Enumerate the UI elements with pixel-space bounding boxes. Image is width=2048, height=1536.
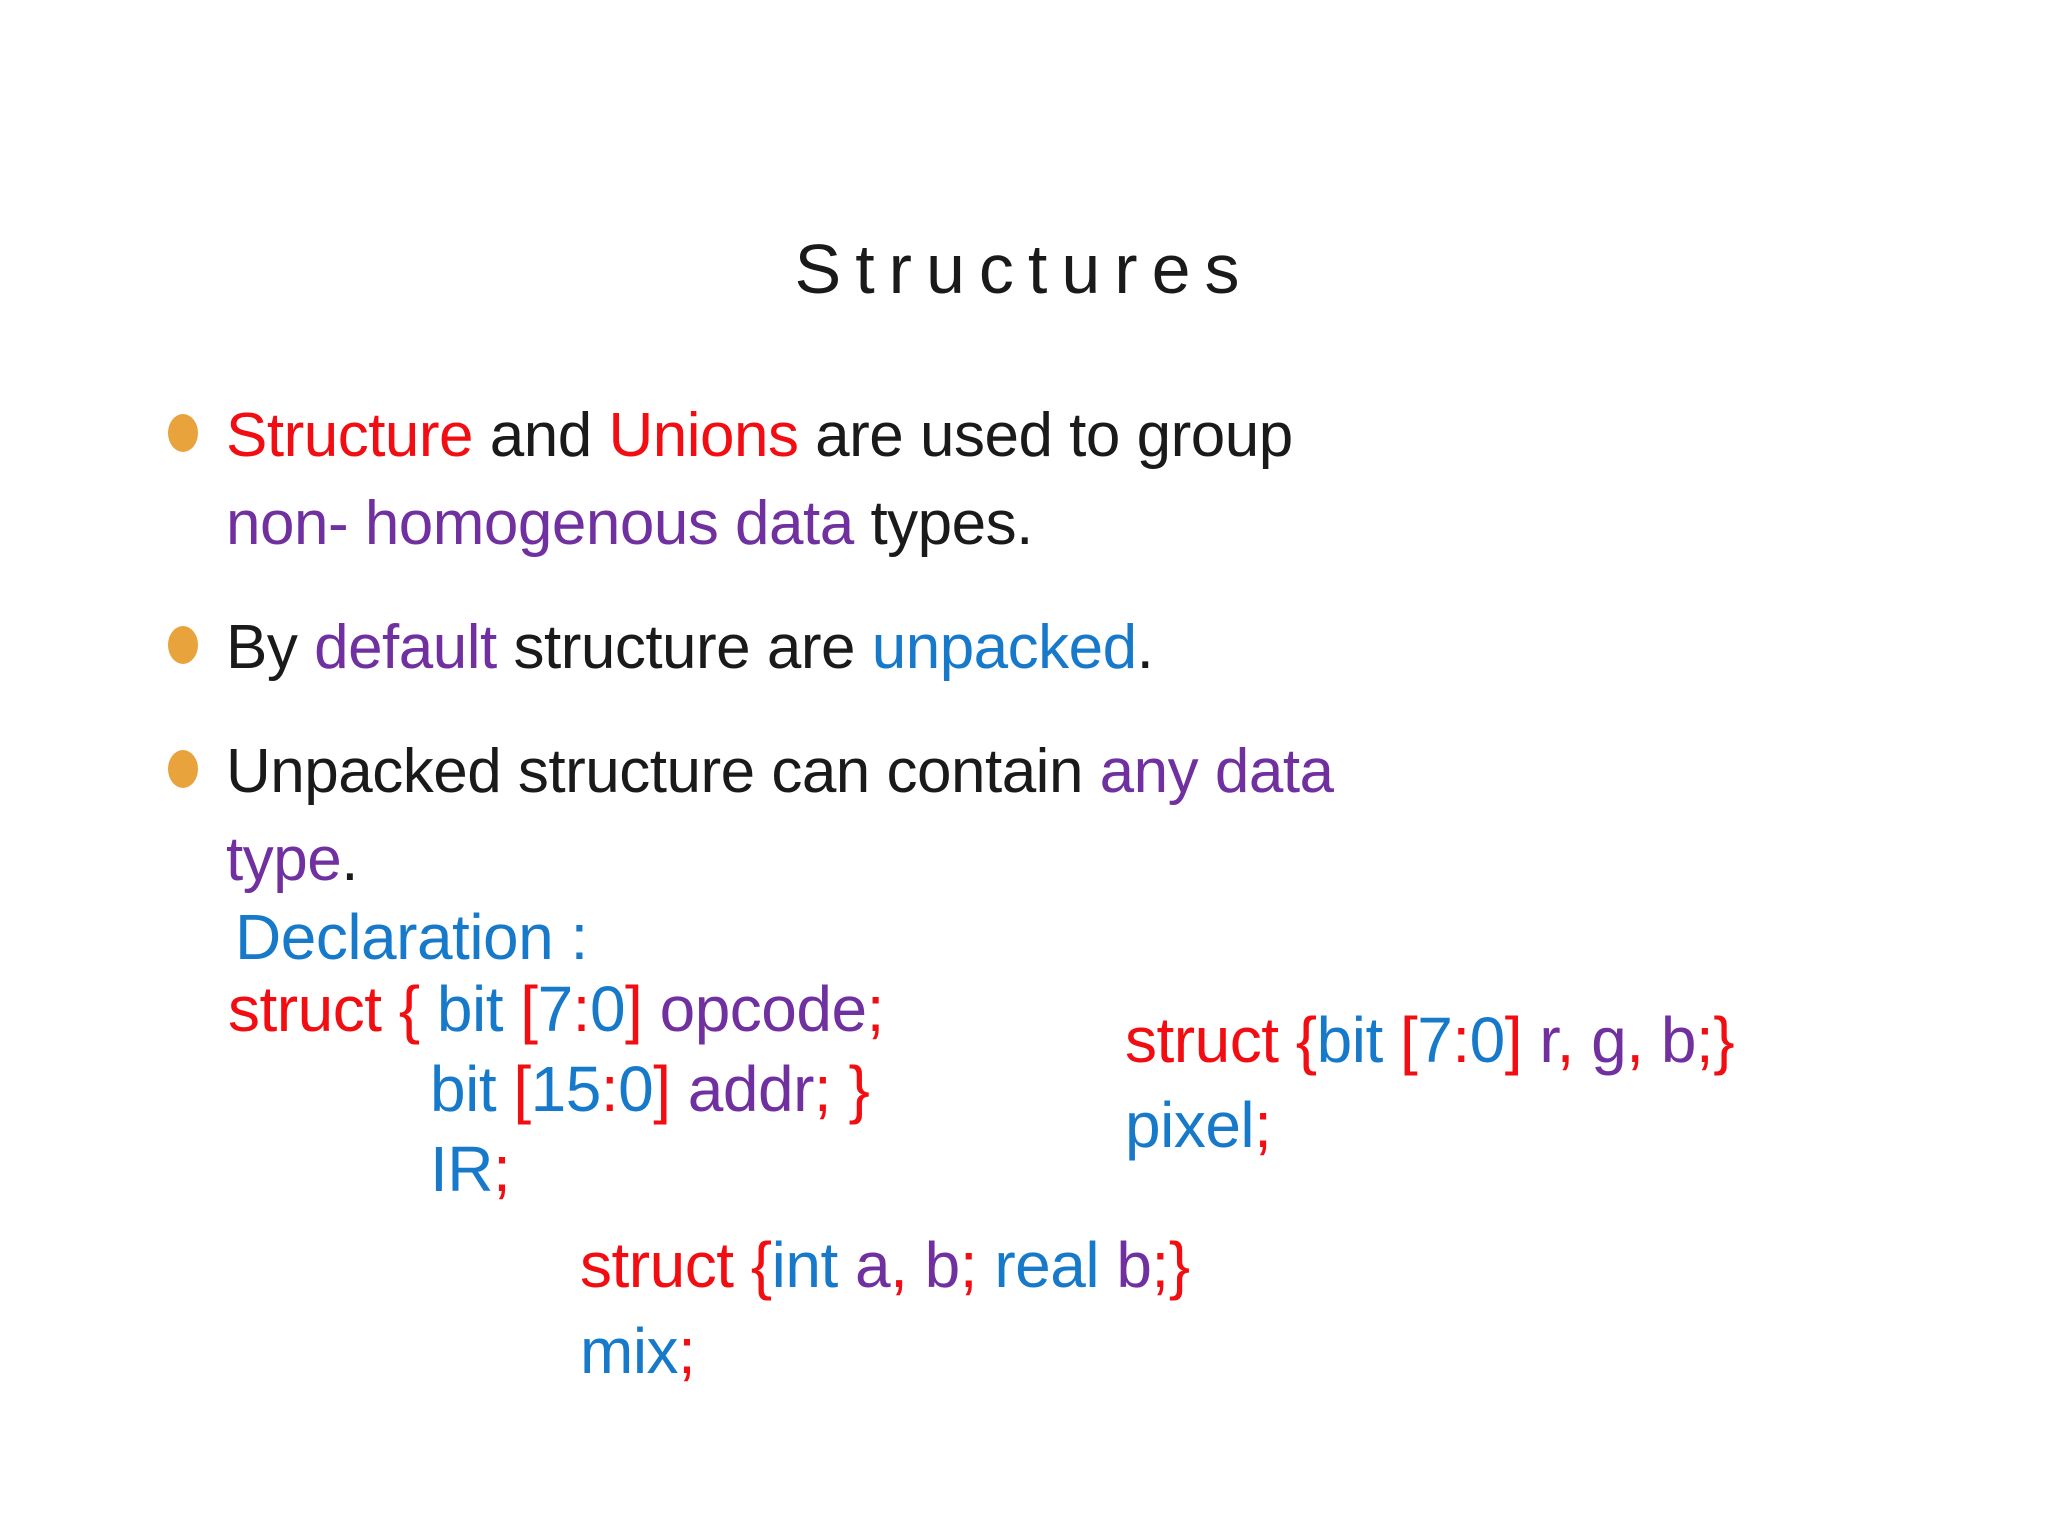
bullet-dot-icon	[168, 626, 198, 665]
code-line: struct {bit [7:0] r, g, b;}	[1125, 1004, 1735, 1076]
bullet-item-default-unpacked: By default structure are unpacked.	[168, 604, 1728, 692]
slide-title: Structures	[794, 229, 1254, 308]
code-line: struct { bit [7:0] opcode;	[228, 973, 884, 1045]
declaration-label: Declaration :	[235, 901, 588, 973]
code-line: bit [15:0] addr; }	[430, 1053, 870, 1125]
bullet-dot-icon	[168, 750, 198, 789]
code-line: struct {int a, b; real b;}	[580, 1229, 1190, 1301]
code-line: IR;	[430, 1133, 511, 1205]
bullet-dot-icon	[168, 414, 198, 452]
code-block-mix: struct {int a, b; real b;} mix;	[580, 1228, 1190, 1400]
code-block-pixel: struct {bit [7:0] r, g, b;} pixel;	[1125, 1003, 1735, 1173]
code-line: mix;	[580, 1315, 696, 1387]
bullet-text: By default structure are unpacked.	[226, 613, 1154, 683]
code-line: pixel;	[1125, 1089, 1272, 1161]
code-block-ir: struct { bit [7:0] opcode; bit [15:0] ad…	[228, 972, 884, 1212]
